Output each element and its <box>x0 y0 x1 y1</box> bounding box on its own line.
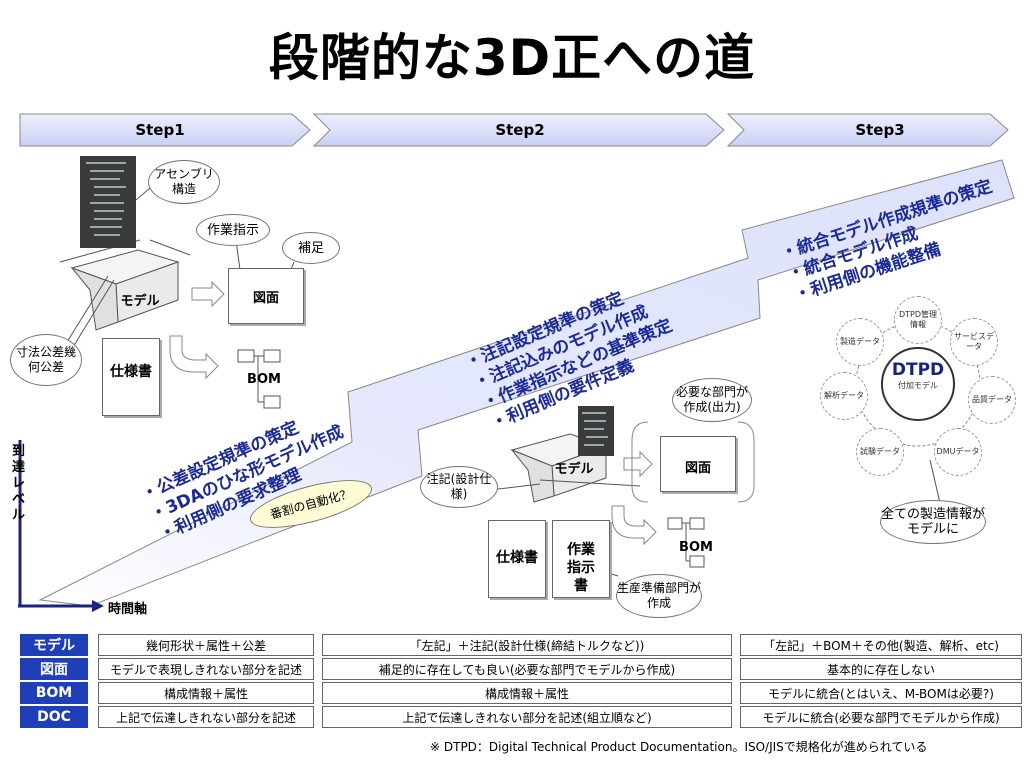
tolerance-bubble: 寸法公差幾何公差 <box>10 334 82 386</box>
step2-spec-card: 仕様書 <box>488 520 546 598</box>
step3-label: Step3 <box>855 121 905 139</box>
table-row: 図面 モデルで表現しきれない部分を記述 補足的に存在しても良い(必要な部門でモデ… <box>20 658 1022 680</box>
step1-model-sketch <box>59 239 191 331</box>
step1-spec-label: 仕様書 <box>110 364 152 380</box>
work-instr-bubble: 作業指示 <box>196 214 270 246</box>
required-dept-bubble: 必要な部門が作成(出力) <box>672 378 752 422</box>
x-axis-label: 時間軸 <box>108 602 148 617</box>
dtpd-node-dmu: DMUデータ <box>934 428 982 476</box>
step2-model-label: モデル <box>554 462 594 477</box>
dtpd-center-sub: 付加モデル <box>898 381 938 390</box>
step2-bom-tree <box>667 517 705 568</box>
table-row: DOC 上記で伝達しきれない部分を記述 上記で伝達しきれない部分を記述(組立順な… <box>20 706 1022 728</box>
row-head: BOM <box>20 682 88 704</box>
table-cell: 幾何形状＋属性＋公差 <box>98 634 314 656</box>
row-head: モデル <box>20 634 88 656</box>
step1-bom-tree <box>237 349 281 409</box>
step1-drawing-label: 図面 <box>252 291 279 306</box>
step2-arrow <box>312 113 725 147</box>
table-cell: 補足的に存在しても良い(必要な部門でモデルから作成) <box>322 658 732 680</box>
page-title: 段階的な3D正への道 <box>268 29 756 87</box>
step2-bom-label: BOM <box>679 540 713 555</box>
step1-label: Step1 <box>135 121 185 139</box>
step2-spec-label: 仕様書 <box>496 550 538 566</box>
step1-drawing-card: 図面 <box>228 268 304 324</box>
dtpd-node-mfg: 製造データ <box>836 318 884 366</box>
y-axis-label: 到達レベル <box>12 444 26 523</box>
supplement-bubble: 補足 <box>282 232 340 264</box>
footnote: ※ DTPD：Digital Technical Product Documen… <box>430 740 928 754</box>
row-head: 図面 <box>20 658 88 680</box>
dtpd-node-mgmt: DTPD管理情報 <box>894 296 942 344</box>
step1-model-label: モデル <box>120 294 160 309</box>
table-cell: 構成情報＋属性 <box>98 682 314 704</box>
step1-spec-card: 仕様書 <box>102 338 160 416</box>
comparison-table: モデル 幾何形状＋属性＋公差 「左記」＋注記(設計仕様(締結トルクなど)) 「左… <box>20 632 1022 730</box>
table-cell: モデルに統合(とはいえ、M-BOMは必要?) <box>740 682 1022 704</box>
dtpd-node-test: 試験データ <box>856 428 904 476</box>
step1-bom-label: BOM <box>247 372 281 387</box>
table-cell: モデルに統合(必要な部門でモデルから作成) <box>740 706 1022 728</box>
table-row: モデル 幾何形状＋属性＋公差 「左記」＋注記(設計仕様(締結トルクなど)) 「左… <box>20 634 1022 656</box>
table-cell: 上記で伝達しきれない部分を記述 <box>98 706 314 728</box>
dtpd-center: DTPD 付加モデル <box>882 360 954 391</box>
prod-prep-bubble: 生産準備部門が作成 <box>616 574 702 618</box>
step2-workinstr-card: 作業指示書 <box>552 520 610 598</box>
table-cell: モデルで表現しきれない部分を記述 <box>98 658 314 680</box>
step2-tree-image <box>578 406 614 456</box>
step2-drawing-label: 図面 <box>684 461 711 476</box>
table-cell: 「左記」＋BOM＋その他(製造、解析、etc) <box>740 634 1022 656</box>
step2-label: Step2 <box>495 121 545 139</box>
dtpd-node-quality: 品質データ <box>968 376 1016 424</box>
assembly-bubble: アセンブリ構造 <box>148 160 220 204</box>
table-cell: 構成情報＋属性 <box>322 682 732 704</box>
all-info-bubble: 全ての製造情報がモデルに <box>880 500 986 544</box>
step2-drawing-card: 図面 <box>660 436 736 492</box>
step1-arrow <box>19 113 311 147</box>
row-head: DOC <box>20 706 88 728</box>
step3-arrow <box>726 113 1009 147</box>
table-cell: 上記で伝達しきれない部分を記述(組立順など) <box>322 706 732 728</box>
dtpd-node-analysis: 解析データ <box>820 372 868 420</box>
table-cell: 「左記」＋注記(設計仕様(締結トルクなど)) <box>322 634 732 656</box>
dtpd-node-service: サービスデータ <box>950 318 998 366</box>
dtpd-center-label: DTPD <box>891 360 945 380</box>
annotation-bubble: 注記(設計仕様) <box>420 466 498 508</box>
step2-workinstr-label: 作業指示書 <box>567 542 595 594</box>
table-cell: 基本的に存在しない <box>740 658 1022 680</box>
table-row: BOM 構成情報＋属性 構成情報＋属性 モデルに統合(とはいえ、M-BOMは必要… <box>20 682 1022 704</box>
